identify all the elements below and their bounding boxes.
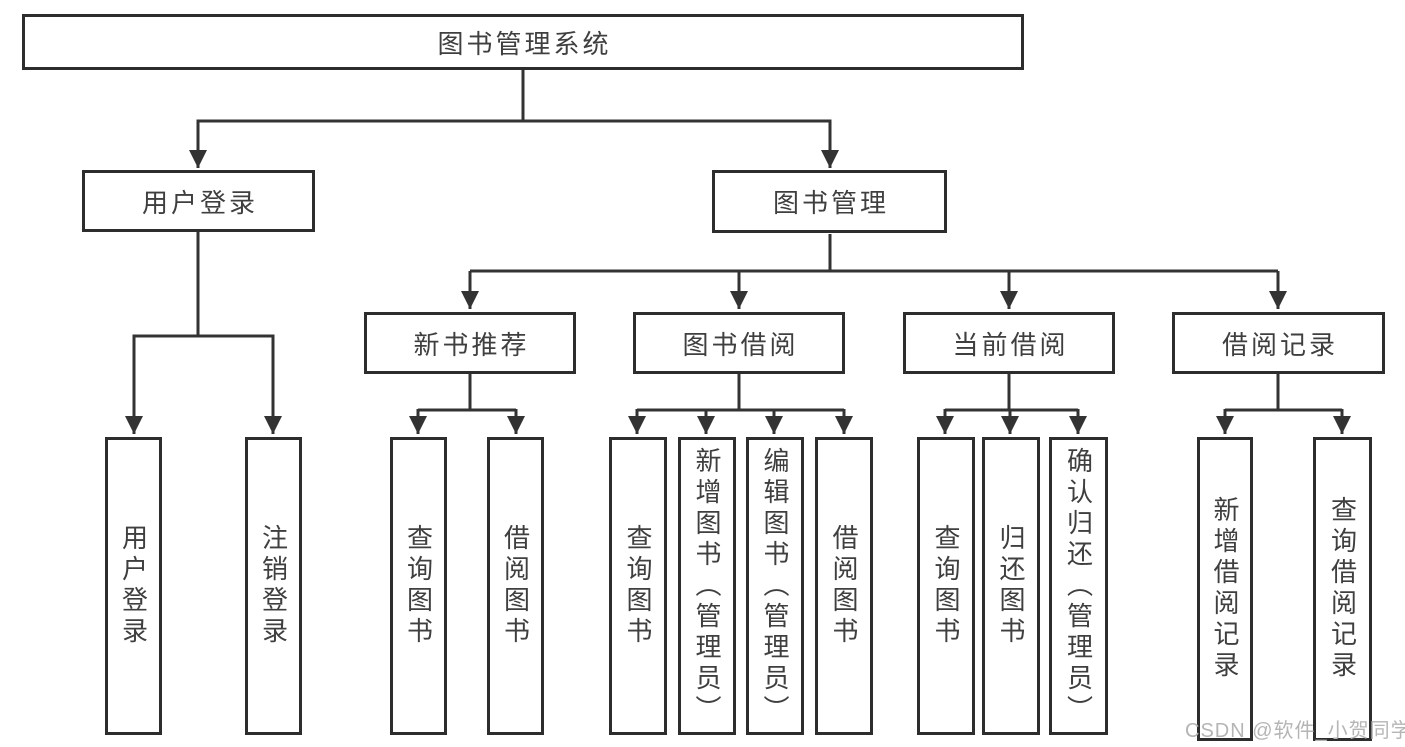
node-label: 确认归还（管理员）: [1063, 446, 1094, 726]
node-logout-action: 注销登录: [245, 437, 302, 735]
node-label: 查询图书: [403, 524, 434, 648]
node-borrowing-query-book: 查询图书: [609, 437, 667, 735]
node-label: 归还图书: [996, 524, 1026, 648]
node-recommend-query-book: 查询图书: [390, 437, 447, 735]
connector-bookmgmt-to-children: [470, 234, 1278, 273]
node-label: 借阅图书: [500, 524, 531, 648]
node-borrowing-records: 借阅记录: [1172, 312, 1385, 374]
node-book-borrowing: 图书借阅: [633, 312, 845, 374]
node-add-borrow-record: 新增借阅记录: [1197, 437, 1253, 741]
node-borrowing-borrow-book: 借阅图书: [815, 437, 873, 735]
node-label: 新增借阅记录: [1210, 496, 1240, 682]
node-label: 查询借阅记录: [1327, 496, 1358, 682]
node-label: 新增图书（管理员）: [692, 446, 722, 726]
connector-records-to-children: [1225, 374, 1342, 412]
node-query-borrow-record: 查询借阅记录: [1313, 437, 1372, 741]
connector-userlogin-to-children: [132, 232, 275, 338]
connector-current-to-children: [945, 374, 1078, 412]
node-label: 注销登录: [258, 524, 289, 648]
node-label: 用户登录: [118, 524, 149, 648]
node-edit-book-admin: 编辑图书（管理员）: [746, 437, 804, 735]
node-label: 查询图书: [931, 524, 961, 648]
watermark: CSDN @软件_小贺同学: [1185, 720, 1405, 742]
node-label: 查询图书: [623, 524, 653, 648]
node-recommend-borrow-book: 借阅图书: [487, 437, 544, 735]
connector-borrow-to-children: [637, 374, 844, 412]
node-new-book-recommend: 新书推荐: [364, 312, 576, 374]
node-return-book: 归还图书: [982, 437, 1040, 735]
node-current-query-book: 查询图书: [917, 437, 975, 735]
node-label: 编辑图书（管理员）: [760, 446, 790, 726]
connector-recommend-to-children: [418, 374, 516, 412]
node-confirm-return-admin: 确认归还（管理员）: [1049, 437, 1108, 735]
connector-root-to-level2: [196, 69, 832, 123]
node-add-book-admin: 新增图书（管理员）: [678, 437, 736, 735]
node-book-management: 图书管理: [712, 170, 947, 233]
node-current-borrowing: 当前借阅: [903, 312, 1115, 374]
node-label: 借阅图书: [829, 524, 859, 648]
node-user-login: 用户登录: [82, 170, 315, 232]
node-library-system: 图书管理系统: [22, 14, 1024, 70]
node-user-login-action: 用户登录: [105, 437, 162, 735]
